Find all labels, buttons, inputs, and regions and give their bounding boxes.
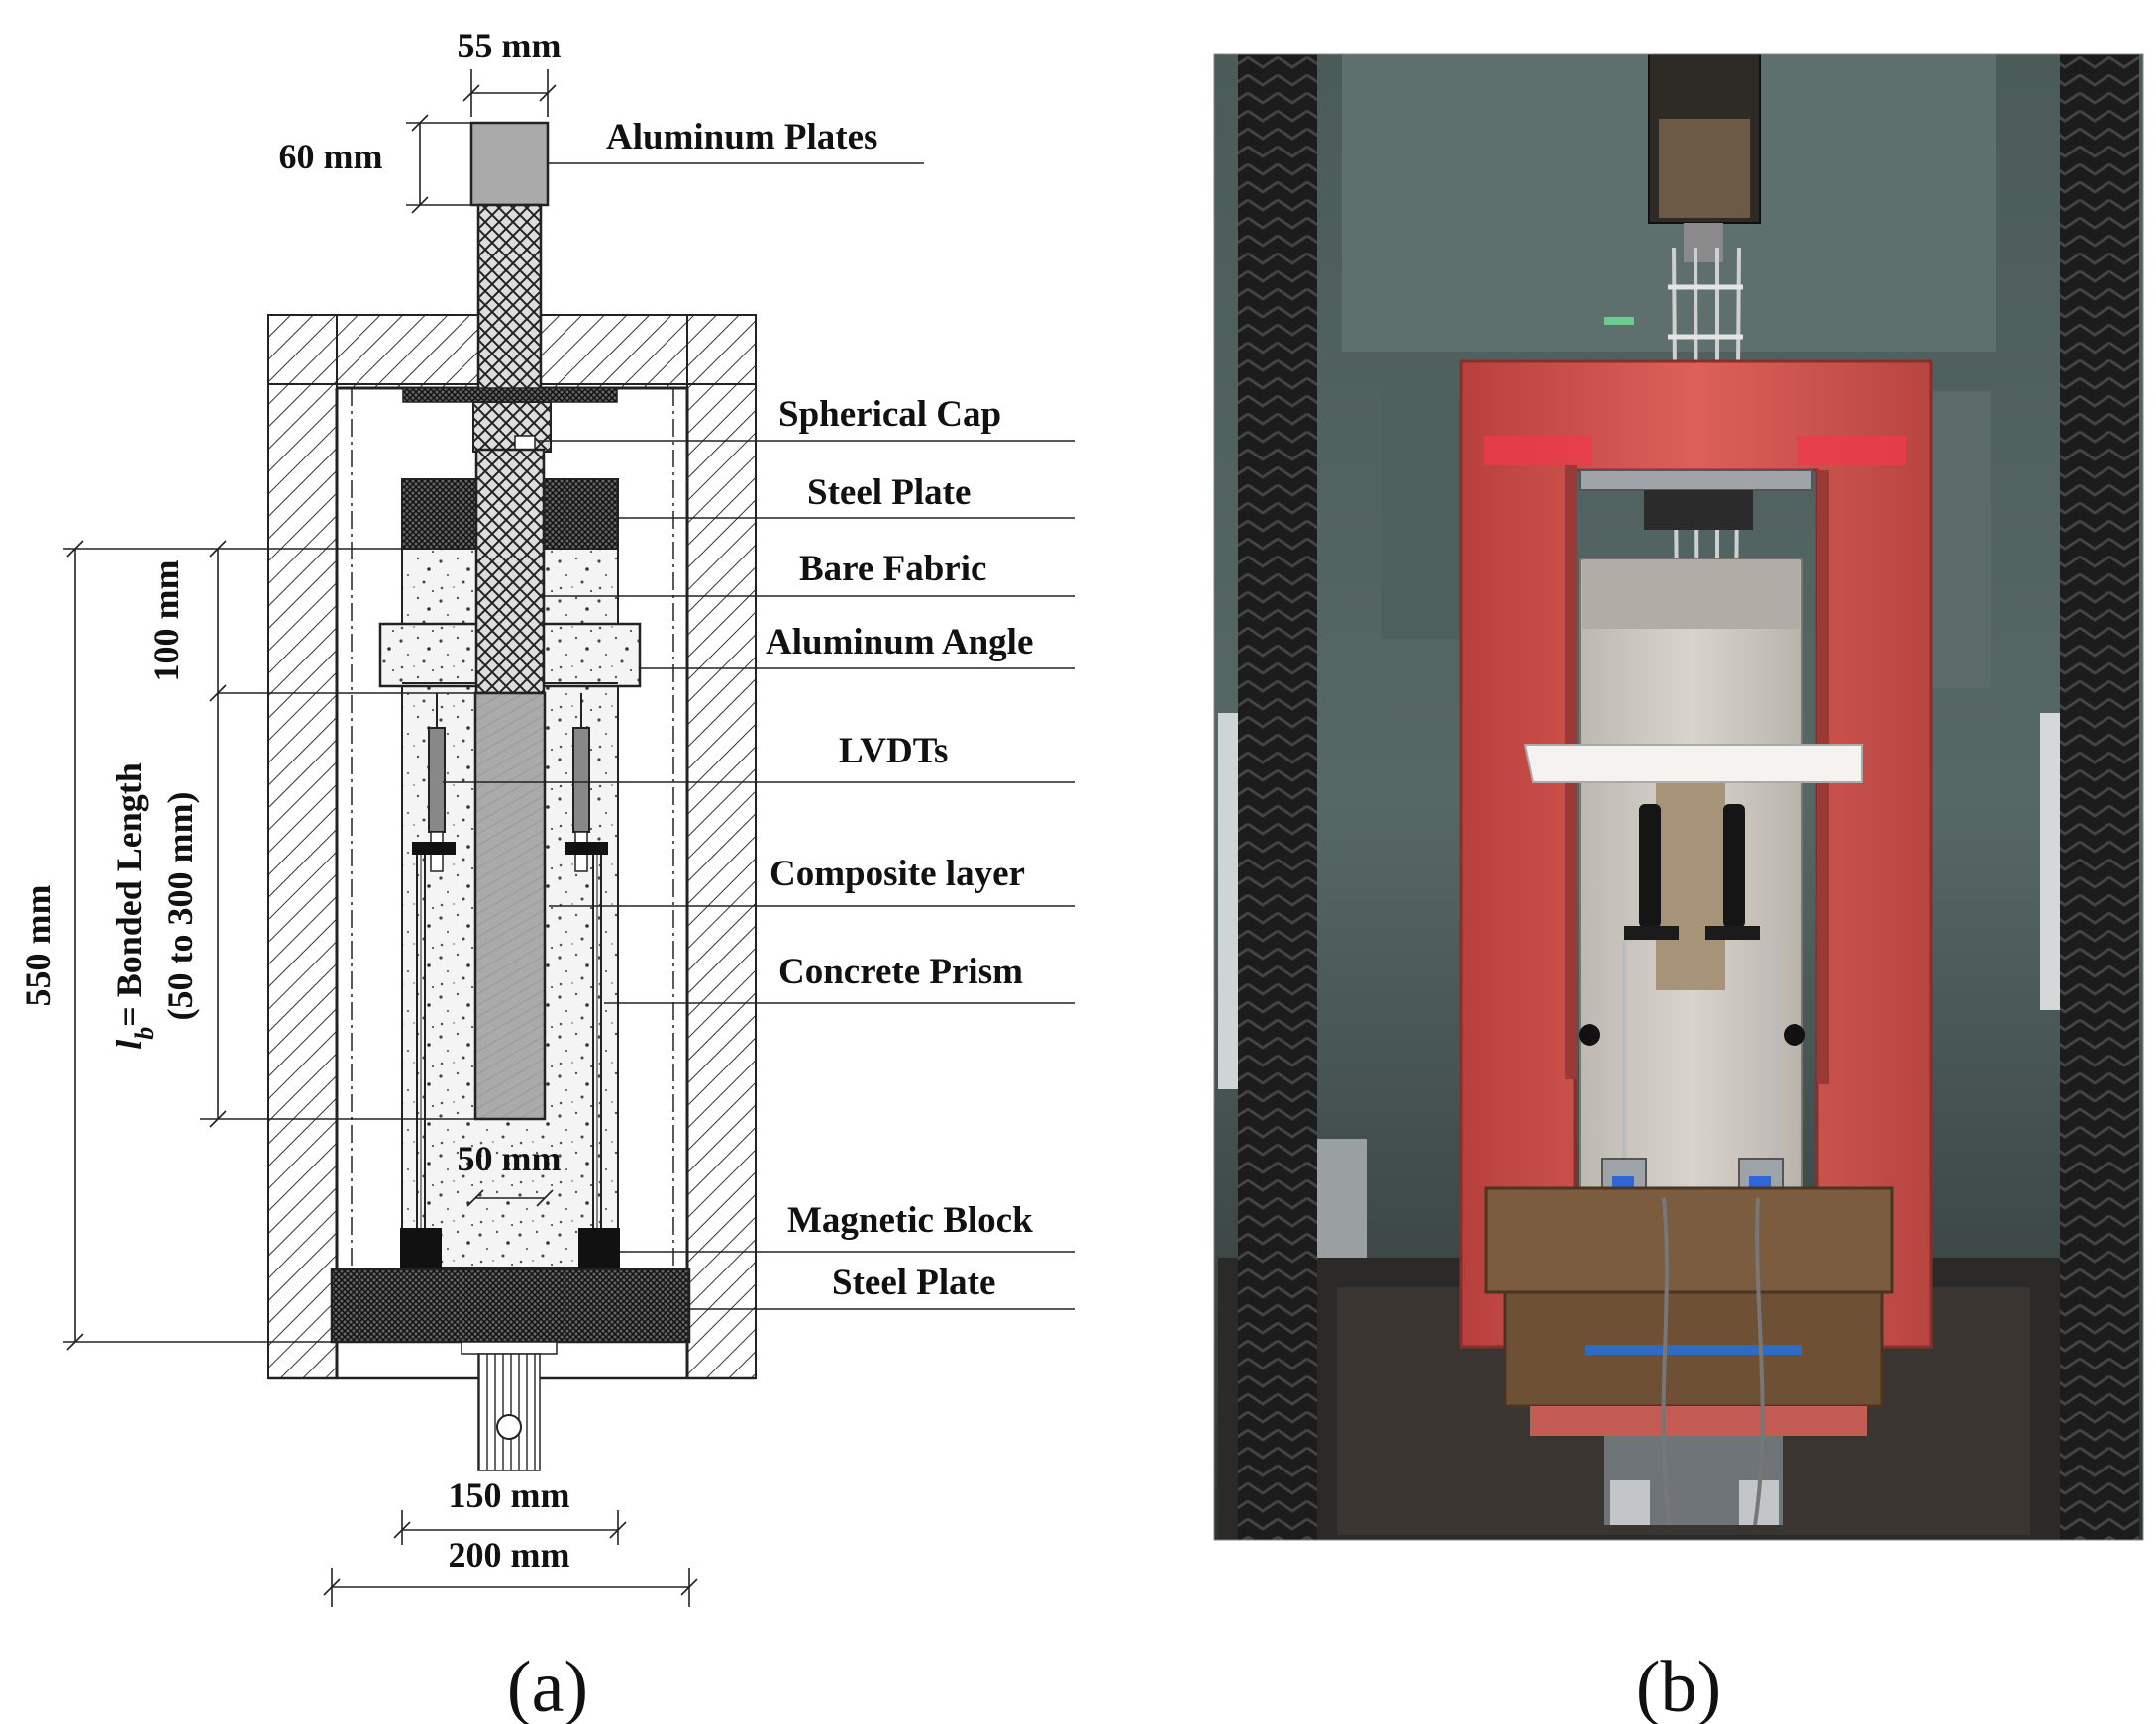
label-spherical-cap: Spherical Cap: [778, 394, 1001, 435]
machine-column-left: [1238, 54, 1317, 1540]
dimension-lines: [63, 69, 698, 1607]
dim-composite-width: 50 mm: [458, 1139, 562, 1178]
label-aluminum-plates: Aluminum Plates: [606, 117, 877, 157]
label-bare-fabric: Bare Fabric: [799, 549, 986, 589]
label-composite-layer: Composite layer: [770, 854, 1025, 894]
schematic-panel: 55 mm 60 mm 100 mm 550 mm lb= Bonded Len…: [18, 26, 1075, 1724]
photo-aluminum-angle: [1523, 744, 1863, 783]
label-concrete-prism: Concrete Prism: [778, 952, 1023, 992]
aluminum-plates: [469, 121, 550, 207]
bonded-length-text: = Bonded Length: [109, 762, 149, 1027]
lvdt-left: [400, 693, 456, 1269]
dim-frame-width: 200 mm: [449, 1535, 570, 1574]
fabric-strip-top: [476, 203, 543, 393]
photo-lvdts: [1579, 804, 1805, 1168]
test-frame: [267, 314, 757, 1380]
bonded-length-sub: b: [130, 1027, 158, 1040]
dim-bare-length: 100 mm: [147, 560, 186, 682]
label-aluminum-angle: Aluminum Angle: [766, 622, 1033, 662]
spherical-cap: [402, 387, 618, 453]
bare-fabric: [474, 448, 546, 695]
photo-composite-strip: [1656, 753, 1725, 990]
leader-lines: [443, 162, 1075, 1310]
dim-plate-height: 60 mm: [279, 137, 383, 176]
caption-b: (b): [1636, 1647, 1721, 1724]
dim-total-height: 550 mm: [18, 885, 57, 1007]
label-lvdts: LVDTs: [839, 731, 948, 771]
dim-bonded-length: lb= Bonded Length: [109, 762, 158, 1050]
dim-prism-width: 150 mm: [449, 1475, 570, 1515]
steel-plate-bottom: [330, 1268, 691, 1344]
caption-a: (a): [507, 1647, 588, 1724]
bonded-length-symbol: l: [109, 1040, 149, 1050]
lvdt-right: [565, 693, 620, 1269]
label-magnetic-block: Magnetic Block: [787, 1200, 1033, 1241]
photo-bottom-steel-block: [1484, 1186, 1894, 1525]
dim-plate-width: 55 mm: [458, 26, 562, 65]
machine-column-right: [2060, 54, 2139, 1540]
bottom-grip: [461, 1341, 558, 1471]
label-steel-plate-top: Steel Plate: [807, 472, 971, 513]
photo-panel: (b): [1213, 53, 2144, 1724]
composite-layer: [473, 691, 547, 1121]
label-steel-plate-bottom: Steel Plate: [832, 1263, 995, 1303]
dim-bonded-range: (50 to 300 mm): [160, 792, 200, 1021]
